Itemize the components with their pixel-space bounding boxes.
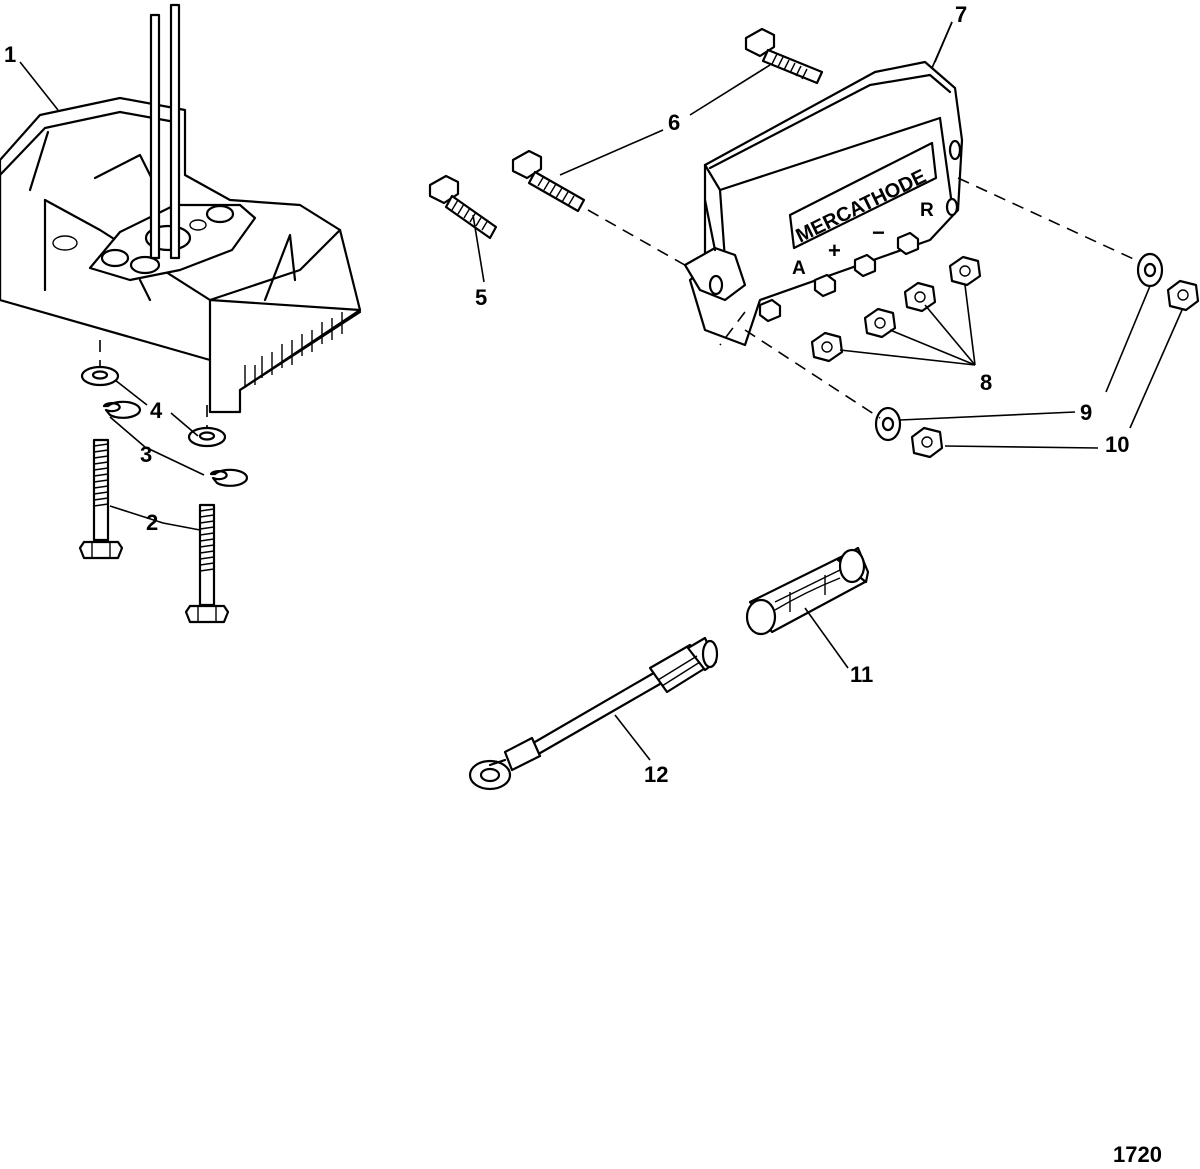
callout-12: 12 (644, 762, 668, 787)
terminal-a-label: A (792, 258, 806, 279)
terminal-minus-label: − (872, 220, 885, 245)
washer-9-lower (874, 406, 902, 442)
leader-lines (19, 21, 1183, 761)
callout-7: 7 (955, 2, 967, 27)
callout-11: 11 (850, 662, 873, 687)
flat-washer-left (80, 365, 120, 387)
terminal-r-label: R (920, 200, 934, 221)
lock-washer-left (102, 400, 141, 419)
bolt-5 (428, 174, 498, 240)
callout-1: 1 (4, 42, 16, 67)
hex-nuts-8 (810, 255, 982, 363)
mercathode-controller: MERCATHODE A + − R (683, 60, 964, 347)
flat-washer-right (187, 426, 227, 448)
washer-9-upper (1136, 252, 1164, 288)
anode-housing (0, 3, 362, 414)
nut-10-lower (910, 426, 944, 459)
fuse-holder-lead (468, 636, 719, 791)
callout-9: 9 (1080, 400, 1092, 425)
long-bolt-left (78, 438, 124, 560)
callout-3: 3 (140, 442, 152, 467)
figure-number: 1720 (1113, 1142, 1162, 1167)
bolt-6-upper (744, 27, 824, 85)
glass-fuse (745, 546, 870, 636)
callout-8: 8 (980, 370, 992, 395)
bolt-6-lower (511, 149, 586, 213)
callout-6: 6 (668, 110, 680, 135)
lock-washer-right (209, 468, 248, 487)
callout-2: 2 (146, 510, 158, 535)
callout-labels: 1 2 3 4 5 6 7 8 9 10 11 12 (4, 2, 1129, 787)
long-bolt-right (184, 503, 230, 624)
callout-4: 4 (150, 398, 163, 423)
callout-10: 10 (1105, 432, 1129, 457)
terminal-plus-label: + (828, 238, 841, 263)
callout-5: 5 (475, 285, 487, 310)
terminal-studs (758, 231, 920, 323)
nut-10-upper (1166, 279, 1200, 312)
